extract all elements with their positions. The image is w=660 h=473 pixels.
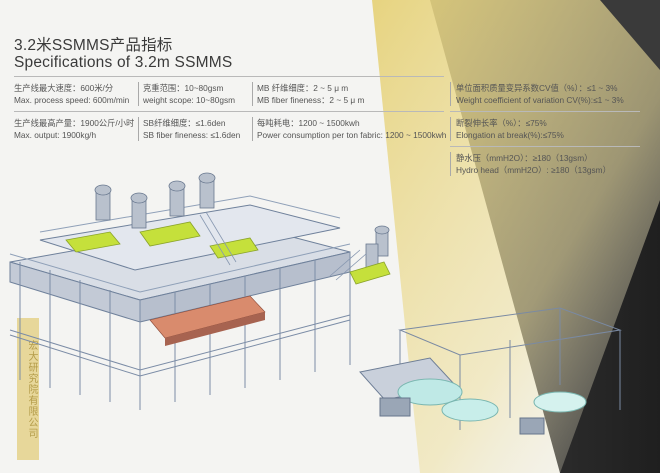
spec-hydro-head: 静水压（mmH2O）：≥180（13gsm） Hydro head（mmH2O）… [456, 153, 611, 176]
spec-max-output: 生产线最高产量：1900公斤/小时 Max. output: 1900kg/h [14, 118, 134, 141]
spec-hydro-cn: 静水压（mmH2O）：≥180（13gsm） [456, 153, 593, 163]
divider-3 [138, 117, 139, 141]
spec-elong-cn: 断裂伸长率（%）：≤75% [456, 118, 547, 128]
spec-max-output-en: Max. output: 1900kg/h [14, 129, 97, 140]
spec-elongation: 断裂伸长率（%）：≤75% Elongation at break(%):≤75… [456, 118, 564, 141]
spec-hydro-en: Hydro head（mmH2O）: ≥180（13gsm） [456, 164, 611, 175]
spec-mb-fineness: MB 纤维细度：2 ~ 5 μ m MB fiber fineness：2 ~ … [257, 83, 364, 106]
company-brand-strip: 宏大研究院有限公司 [17, 318, 39, 460]
spec-mb-cn: MB 纤维细度：2 ~ 5 μ m [257, 83, 349, 93]
rule-mid-left [14, 111, 444, 112]
light-beam-shape [372, 0, 660, 473]
title-english: Specifications of 3.2m SSMMS [14, 54, 233, 72]
spec-weight-cn: 克重范围：10~80gsm [143, 83, 224, 93]
rule-right-2 [450, 146, 640, 147]
spec-max-output-cn: 生产线最高产量：1900公斤/小时 [14, 118, 135, 128]
divider-right-1 [450, 82, 451, 106]
spec-weight-en: weight scope: 10~80gsm [143, 94, 236, 105]
divider-right-3 [450, 152, 451, 176]
spec-sb-fineness: SB纤维细度：≤1.6den SB fiber fineness: ≤1.6de… [143, 118, 240, 141]
spec-max-speed: 生产线最大速度：600米/分 Max. process speed: 600m/… [14, 83, 129, 106]
spec-max-speed-en: Max. process speed: 600m/min [14, 94, 130, 105]
spec-mb-en: MB fiber fineness：2 ~ 5 μ m [257, 94, 365, 105]
divider-1 [138, 82, 139, 106]
spec-power-en: Power consumption per ton fabric: 1200 ~… [257, 129, 447, 140]
spec-cv-en: Weight coefficient of variation CV(%):≤1… [456, 94, 624, 105]
spec-max-speed-cn: 生产线最大速度：600米/分 [14, 83, 114, 93]
spec-power: 每吨耗电：1200 ~ 1500kwh Power consumption pe… [257, 118, 446, 141]
divider-4 [252, 117, 253, 141]
spec-sb-en: SB fiber fineness: ≤1.6den [143, 129, 241, 140]
divider-2 [252, 82, 253, 106]
spec-cv-cn: 单位面积质量变异系数CV值（%）：≤1 ~ 3% [456, 83, 618, 93]
spec-sb-cn: SB纤维细度：≤1.6den [143, 118, 226, 128]
page-title: 3.2米SSMMS产品指标 Specifications of 3.2m SSM… [14, 37, 232, 72]
title-chinese: 3.2米SSMMS产品指标 [14, 37, 173, 54]
divider-right-2 [450, 117, 451, 141]
rule-right-1 [450, 111, 640, 112]
spec-elong-en: Elongation at break(%):≤75% [456, 129, 564, 140]
rule-top-left [14, 76, 444, 77]
spec-power-cn: 每吨耗电：1200 ~ 1500kwh [257, 118, 360, 128]
spec-weight-scope: 克重范围：10~80gsm weight scope: 10~80gsm [143, 83, 235, 106]
spec-cv: 单位面积质量变异系数CV值（%）：≤1 ~ 3% Weight coeffici… [456, 83, 624, 106]
